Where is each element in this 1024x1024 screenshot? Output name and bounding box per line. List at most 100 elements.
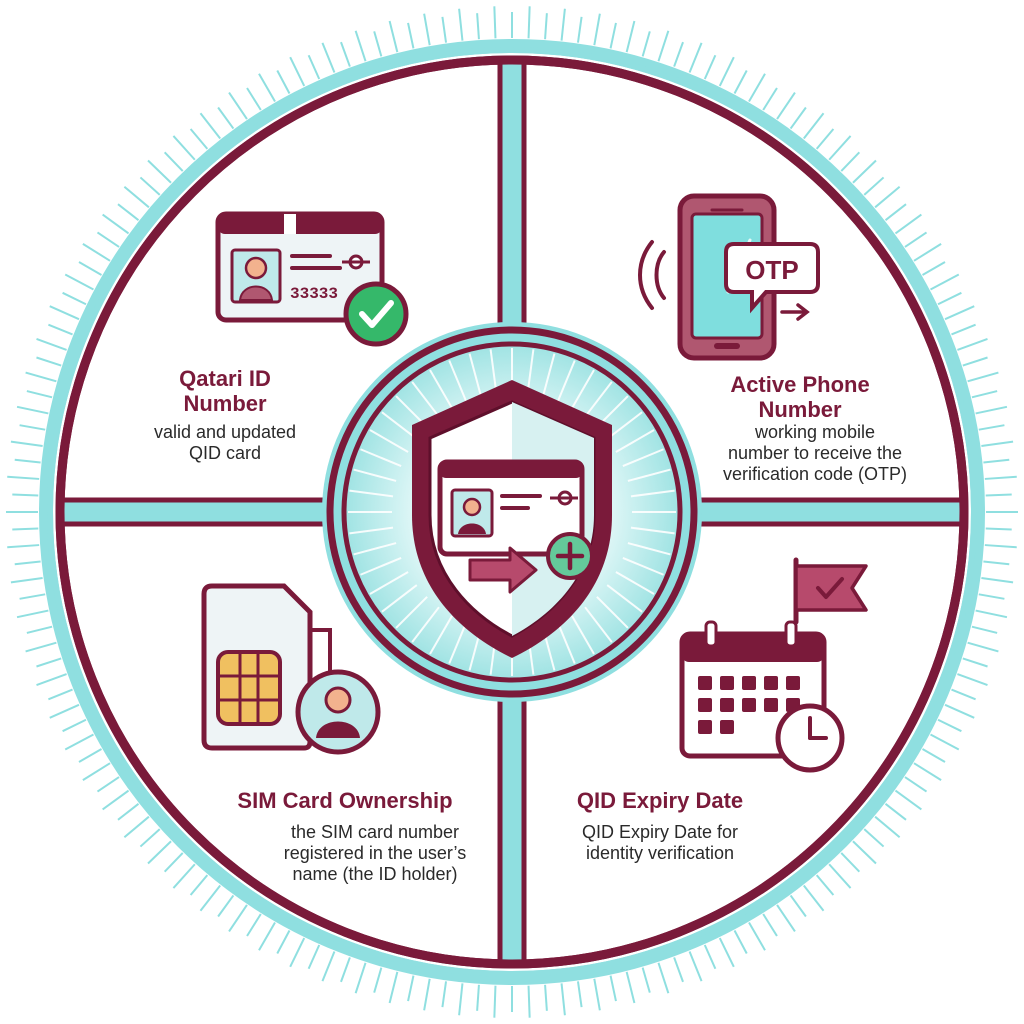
id-card-check-icon: 33333 [215,211,409,347]
calendar-day-cell [742,698,756,712]
outer-tick [803,112,825,140]
outer-tick [388,971,399,1004]
outer-tick [172,863,196,889]
outer-tick [26,390,53,399]
outer-tick [10,440,43,448]
outer-tick [944,703,975,719]
outer-tick [102,789,130,811]
center-ray [606,584,643,613]
calendar-day-cell [698,676,712,690]
outer-tick [25,371,57,383]
outer-tick [10,576,43,584]
outer-tick [560,8,566,41]
outer-tick [163,151,184,172]
outer-tick [975,609,1008,619]
outer-tick [985,527,1012,531]
outer-tick [139,176,161,196]
outer-tick [26,625,53,634]
outer-tick [407,975,415,1002]
calendar-day-cell [764,698,778,712]
outer-tick [975,405,1008,415]
center-ray [448,622,468,664]
outer-tick [123,815,150,839]
outer-tick [673,957,684,983]
outer-tick [894,213,922,235]
outer-tick [967,371,999,383]
center-ray [556,360,576,402]
outer-tick [493,985,497,1018]
outer-tick [852,159,877,184]
phone-title-line2: Number [758,397,842,422]
outer-tick [458,8,464,41]
outer-tick [983,458,1010,464]
calendar-day-cell [720,698,734,712]
outer-tick [354,962,367,994]
outer-tick [957,337,988,351]
outer-tick [78,261,103,276]
center-ray [353,542,397,556]
outer-tick [36,673,67,687]
outer-tick [527,6,531,39]
center-ray [411,381,440,418]
outer-tick [407,22,415,49]
outer-tick [828,863,852,889]
outer-tick [981,440,1014,448]
outer-tick [748,73,766,103]
outer-tick [7,475,40,480]
phone-desc-line1: working mobile [754,422,876,442]
center-ray [429,615,453,655]
center-ray [353,468,397,482]
outer-tick [776,91,796,120]
expiry-title: QID Expiry Date [576,788,744,813]
outer-tick [441,16,448,43]
outer-tick [19,593,46,600]
calendar-day-cell [698,698,712,712]
outer-tick [217,106,235,130]
outer-tick [19,424,46,431]
outer-tick [625,20,636,53]
outer-tick [96,776,120,793]
outer-tick [978,424,1005,431]
outer-tick [493,6,497,39]
outer-tick [748,921,766,951]
outer-tick [49,703,80,719]
outer-tick [984,475,1017,480]
center-ray [630,489,675,498]
outer-tick [340,957,351,983]
outer-tick [967,641,999,653]
center-ray [349,489,394,498]
outer-tick [962,356,988,367]
outer-tick [921,748,946,763]
outer-tick [423,978,431,1011]
outer-tick [62,291,87,306]
outer-tick [373,31,383,57]
outer-tick [7,544,40,549]
outer-tick [874,185,901,209]
outer-tick [199,884,221,912]
center-ray [571,615,595,655]
sim-title: SIM Card Ownership [237,788,453,813]
outer-tick [48,323,73,336]
sim-desc-line2: registered in the user’s [283,843,467,863]
expiry-desc-line2: identity verification [585,843,735,863]
outer-tick [289,937,306,968]
outer-tick [12,493,39,497]
outer-tick [852,840,877,865]
center-ray [468,353,482,397]
center-ray [622,556,664,576]
outer-tick [884,803,907,821]
center-ray [448,360,468,402]
center-ray [369,571,409,595]
outer-tick [703,944,717,970]
id-card-digits: 33333 [290,285,338,303]
outer-tick [139,828,161,848]
qid-number-description: valid and updated QID card [110,422,340,464]
outer-tick [476,13,480,40]
outer-tick [609,22,617,49]
outer-tick [199,112,221,140]
outer-tick [884,203,907,221]
shield-id-card-add-icon [412,380,612,658]
center-ray [349,526,394,535]
outer-tick [951,323,976,336]
